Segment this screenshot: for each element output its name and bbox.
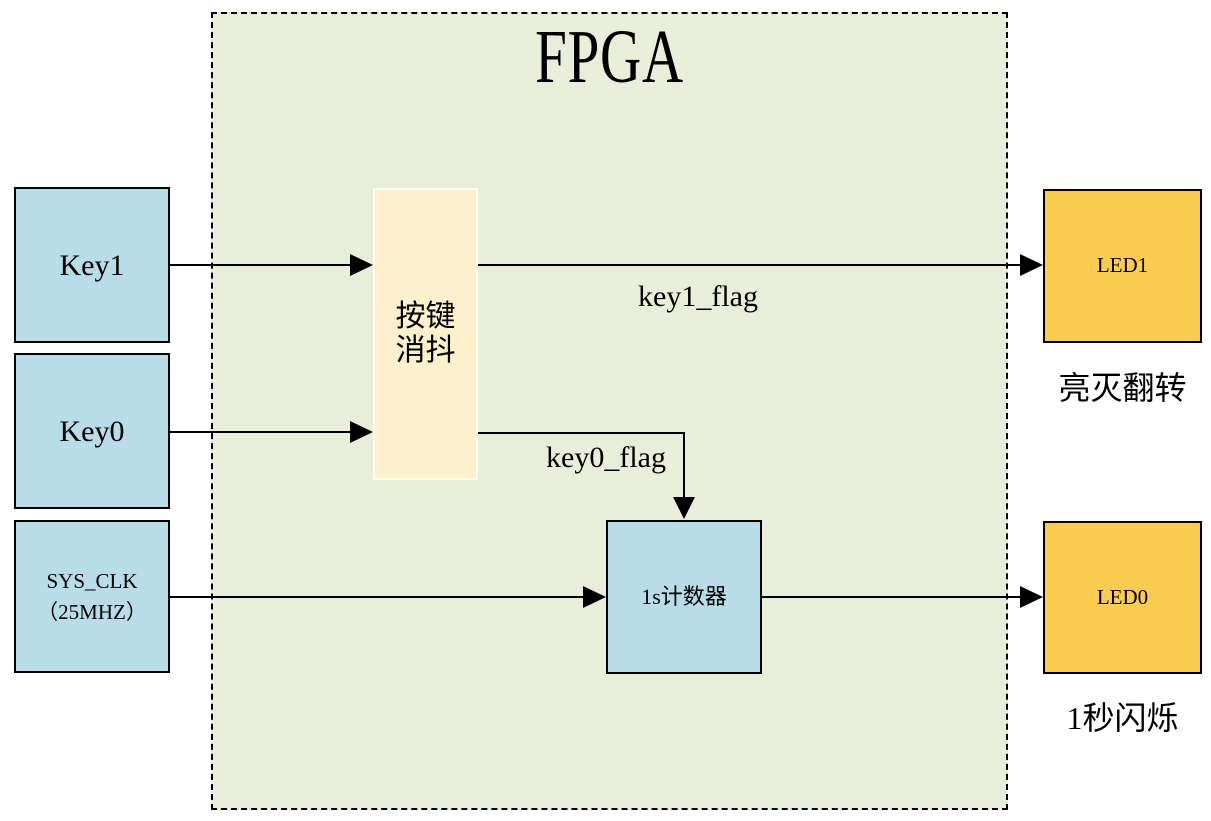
input-box-key0-label: Key0 [59, 414, 125, 448]
debounce-block-label-line1: 按键 [395, 299, 456, 333]
input-box-sysclk-label-line1: SYS_CLK [46, 569, 138, 594]
debounce-block-label-line2: 消抖 [395, 334, 456, 367]
signal-label-key0-flag: key0_flag [546, 441, 666, 474]
input-box-sysclk: SYS_CLK （25MHZ） [14, 520, 170, 673]
input-box-key1-label: Key1 [59, 248, 125, 282]
fpga-boundary-box [211, 12, 1008, 810]
led1-box: LED1 [1043, 189, 1202, 343]
debounce-block: 按键 消抖 [373, 188, 478, 480]
input-box-key1: Key1 [14, 187, 170, 343]
counter-block: 1s计数器 [606, 520, 762, 674]
fpga-title: FPGA [535, 15, 684, 99]
led0-box-label: LED0 [1096, 584, 1149, 609]
led0-caption: 1秒闪烁 [1066, 700, 1179, 736]
led1-box-label: LED1 [1096, 253, 1149, 278]
led0-box: LED0 [1043, 521, 1202, 674]
led1-caption: 亮灭翻转 [1058, 370, 1187, 406]
counter-block-label: 1s计数器 [641, 583, 727, 609]
signal-label-key1-flag: key1_flag [638, 280, 758, 313]
input-box-key0: Key0 [14, 353, 170, 509]
input-box-sysclk-label-line2: （25MHZ） [37, 599, 147, 624]
